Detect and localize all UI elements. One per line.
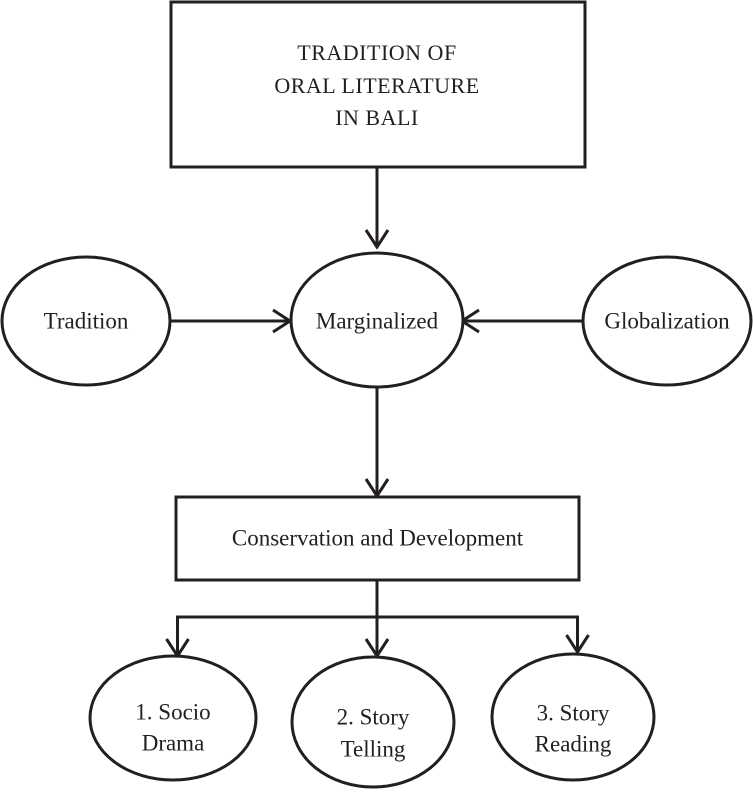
title-line-2: ORAL LITERATURE bbox=[274, 73, 479, 98]
title-line-3: IN BALI bbox=[335, 105, 419, 130]
node-globalization: Globalization bbox=[581, 255, 753, 387]
node-story-telling-line-2: Telling bbox=[341, 736, 406, 761]
title-line-1: TRADITION OF bbox=[297, 40, 456, 65]
arrowhead-into-story-reading bbox=[565, 634, 590, 655]
node-story-reading: 3. Story Reading bbox=[490, 652, 656, 782]
node-tradition: Tradition bbox=[0, 255, 172, 387]
node-socio-drama-line-2: Drama bbox=[142, 730, 205, 755]
node-story-reading-line-1: 3. Story bbox=[537, 700, 610, 725]
node-story-telling-line-1: 2. Story bbox=[337, 704, 410, 729]
arrowhead-into-marginalized-top bbox=[364, 229, 390, 250]
connectors bbox=[165, 167, 590, 659]
node-story-telling: 2. Story Telling bbox=[290, 655, 456, 789]
node-socio-drama: 1. Socio Drama bbox=[88, 654, 258, 782]
node-story-reading-line-2: Reading bbox=[535, 731, 612, 756]
node-conservation: Conservation and Development bbox=[174, 495, 581, 582]
node-tradition-label: Tradition bbox=[44, 308, 129, 333]
node-globalization-label: Globalization bbox=[604, 308, 730, 333]
node-socio-drama-line-1: 1. Socio bbox=[135, 699, 210, 724]
title-box: TRADITION OF ORAL LITERATURE IN BALI bbox=[169, 0, 587, 169]
node-conservation-label: Conservation and Development bbox=[232, 525, 524, 550]
node-marginalized-label: Marginalized bbox=[316, 308, 439, 333]
node-marginalized: Marginalized bbox=[289, 251, 465, 389]
